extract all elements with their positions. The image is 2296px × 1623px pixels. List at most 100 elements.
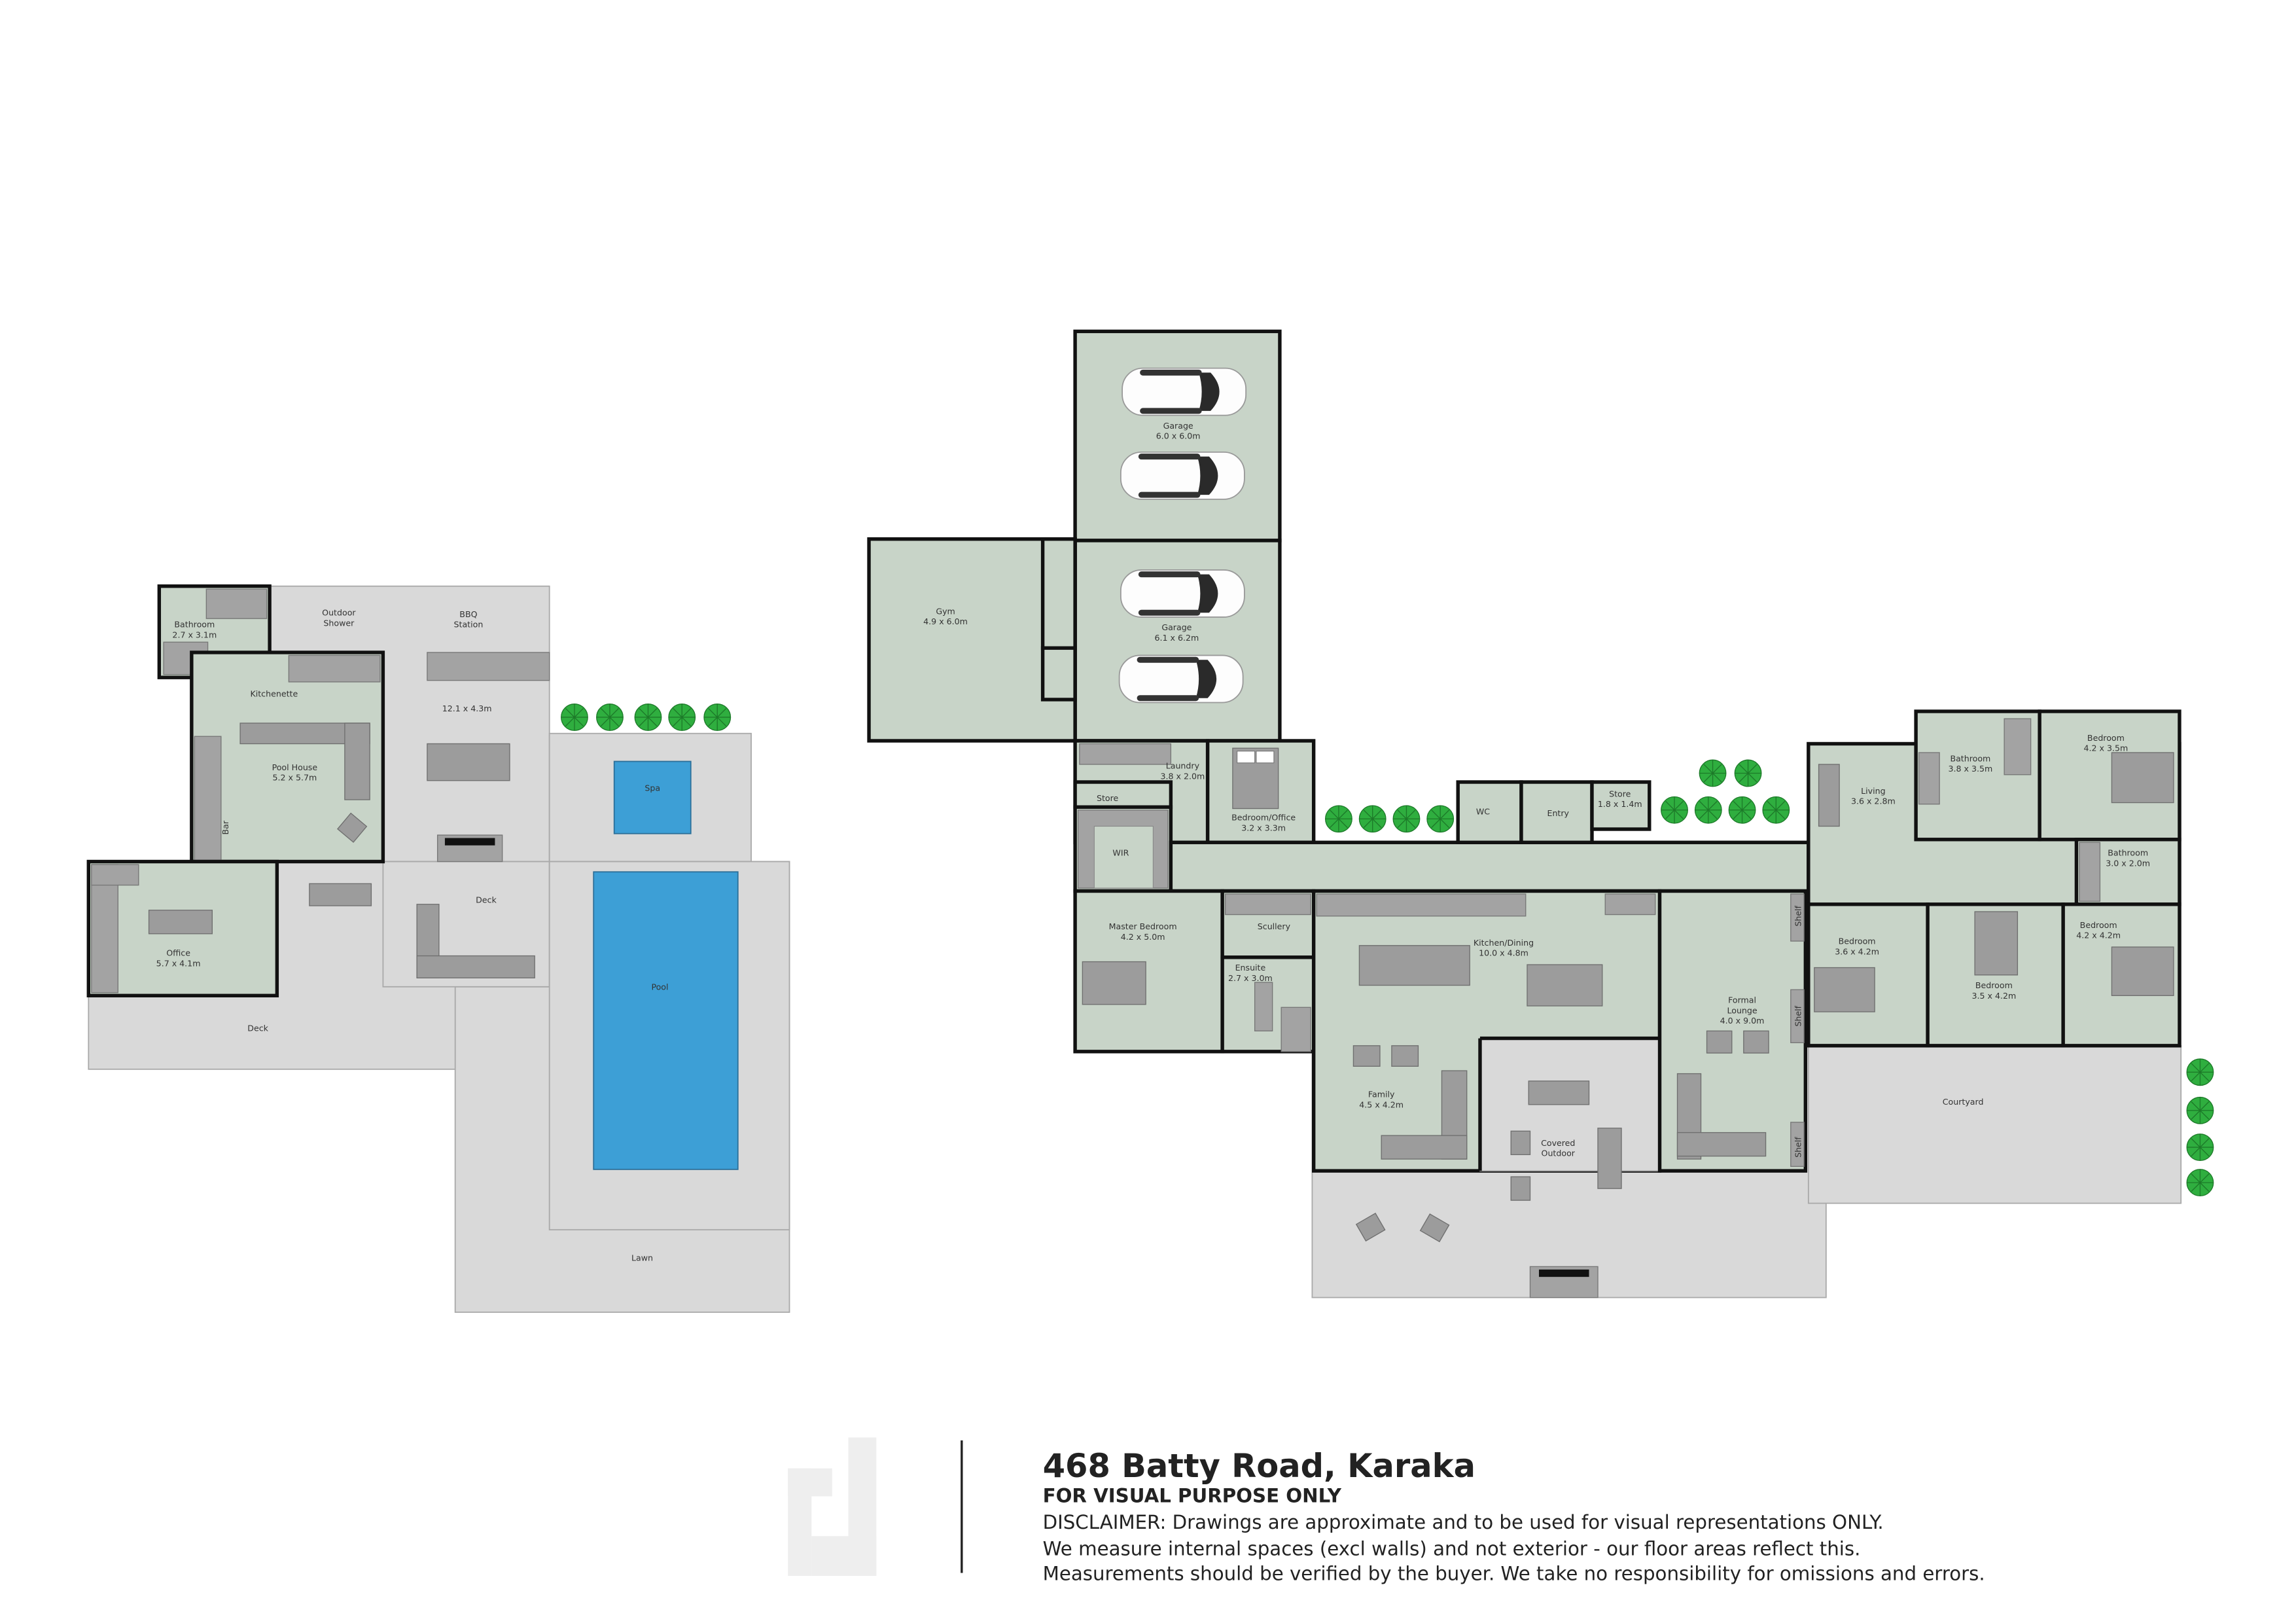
- tree-icon: [1325, 805, 1352, 833]
- kitchen-counter: [1604, 893, 1656, 916]
- armchair: [336, 812, 368, 843]
- bed: [2111, 752, 2174, 804]
- courtyard-area: [1807, 1044, 2182, 1204]
- hallway: [1169, 840, 1810, 893]
- bathtub: [2004, 718, 2032, 776]
- footer: 468 Batty Road, Karaka FOR VISUAL PURPOS…: [788, 1437, 1985, 1585]
- store-room: [1073, 780, 1173, 809]
- bed: [2111, 946, 2174, 996]
- car-icon: [1118, 654, 1244, 704]
- tree-icon: [703, 704, 732, 731]
- disclaimer-line: We measure internal spaces (excl walls) …: [1043, 1537, 1861, 1560]
- kitchen-counter: [1316, 893, 1527, 917]
- tree-icon: [1734, 759, 1762, 787]
- tree-icon: [596, 704, 624, 731]
- scullery-counter: [1224, 893, 1311, 916]
- shelf: [1790, 893, 1805, 942]
- outdoor-sofa: [309, 883, 372, 906]
- tree-icon: [1728, 796, 1756, 824]
- company-logo: [788, 1437, 877, 1576]
- bar-counter: [194, 736, 222, 861]
- tree-icon: [1699, 759, 1727, 787]
- tree-icon: [668, 704, 696, 731]
- sofa: [1676, 1132, 1767, 1157]
- office-cabinet: [91, 864, 139, 886]
- car-icon: [1120, 451, 1246, 501]
- tree-icon: [1762, 796, 1790, 824]
- armchair: [1391, 1045, 1419, 1067]
- outdoor-chair: [1419, 1213, 1450, 1243]
- tree-icon: [2186, 1133, 2214, 1162]
- vanity: [1254, 982, 1273, 1031]
- sofa: [1818, 764, 1840, 827]
- property-address: 468 Batty Road, Karaka: [1043, 1447, 1475, 1485]
- tree-icon: [1661, 796, 1688, 824]
- label-lawn: Lawn: [631, 1253, 653, 1262]
- tree-icon: [1392, 805, 1421, 833]
- entry-room: [1519, 780, 1594, 844]
- gym-closet: [1040, 646, 1077, 702]
- room-label-entry: Entry: [1547, 808, 1569, 818]
- label-bar: Bar: [221, 820, 230, 834]
- tree-icon: [1694, 796, 1722, 824]
- label-bbq-area-size: 12.1 x 4.3m: [442, 704, 492, 713]
- label-kitchenette: Kitchenette: [251, 688, 298, 698]
- armchair: [1706, 1030, 1733, 1054]
- disclaimer-line: Measurements should be verified by the b…: [1043, 1563, 1985, 1585]
- tree-icon: [634, 704, 662, 731]
- outdoor-sofa: [1528, 1080, 1590, 1105]
- tree-icon: [2186, 1058, 2214, 1086]
- car-icon: [1120, 569, 1246, 618]
- label-spa: Spa: [645, 783, 660, 793]
- dining-table: [1527, 964, 1603, 1007]
- armchair: [1352, 1045, 1381, 1067]
- tree-icon: [561, 704, 588, 731]
- car-icon: [1121, 367, 1247, 416]
- vanity: [205, 588, 268, 619]
- dining-table: [427, 743, 510, 781]
- shower: [1280, 1007, 1311, 1052]
- visual-purpose-notice: FOR VISUAL PURPOSE ONLY: [1043, 1484, 1342, 1507]
- label-shelf: Shelf: [1793, 1005, 1803, 1026]
- gym-closet: [1040, 537, 1077, 650]
- bed: [1814, 967, 1875, 1012]
- label-deck: Deck: [247, 1023, 268, 1033]
- bed: [1974, 911, 2019, 976]
- label-deck: Deck: [476, 895, 497, 905]
- outdoor-sofa: [1597, 1128, 1622, 1189]
- kitchen-island: [1358, 945, 1470, 986]
- armchair: [1743, 1030, 1769, 1054]
- bbq-counter: [427, 652, 550, 681]
- laundry-counter: [1079, 743, 1172, 765]
- desk: [148, 910, 213, 935]
- outdoor-sofa: [416, 955, 535, 978]
- garage-room: [1073, 329, 1282, 543]
- kitchenette-counter: [288, 654, 381, 683]
- outdoor-chair: [1510, 1130, 1531, 1156]
- sofa: [1381, 1135, 1468, 1160]
- tree-icon: [1358, 805, 1386, 833]
- room-label-scullery: Scullery: [1258, 921, 1291, 931]
